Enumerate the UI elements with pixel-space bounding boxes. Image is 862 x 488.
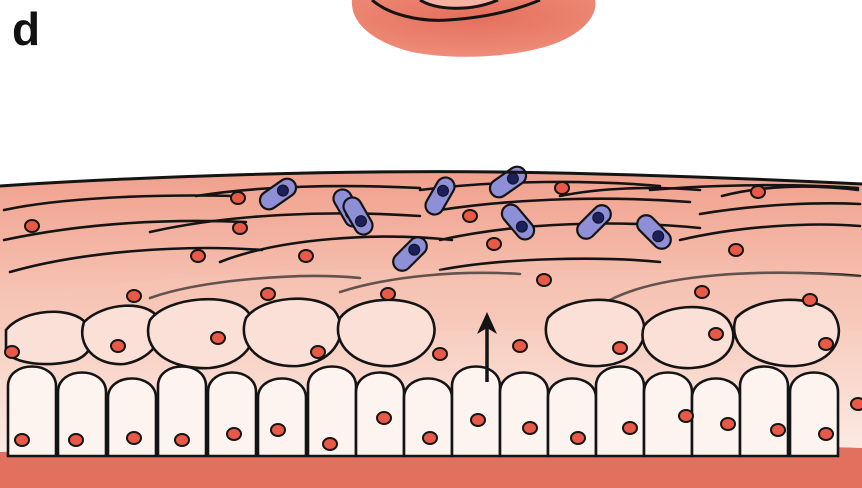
nucleus <box>613 342 627 354</box>
nucleus <box>323 438 337 450</box>
nucleus <box>695 286 709 298</box>
nucleus <box>721 418 735 430</box>
nucleus <box>679 410 693 422</box>
nucleus <box>803 294 817 306</box>
intermediate-cell <box>546 300 645 366</box>
nucleus <box>709 328 723 340</box>
nucleus <box>381 288 395 300</box>
nucleus <box>111 340 125 352</box>
intermediate-cell <box>148 299 254 368</box>
basal-cell <box>692 379 740 457</box>
nucleus <box>271 424 285 436</box>
nucleus <box>175 434 189 446</box>
nucleus <box>819 428 833 440</box>
basal-cell <box>740 367 788 457</box>
nucleus <box>127 290 141 302</box>
nucleus <box>513 340 527 352</box>
basal-cell <box>452 367 500 457</box>
nucleus <box>299 250 313 262</box>
nucleus <box>571 432 585 444</box>
nucleus <box>231 192 245 204</box>
nucleus <box>211 332 225 344</box>
nucleus <box>537 274 551 286</box>
basal-cell <box>500 373 548 457</box>
nucleus <box>127 432 141 444</box>
intermediate-cell <box>6 312 92 364</box>
immune-cell-blob <box>352 0 596 57</box>
nucleus <box>227 428 241 440</box>
nucleus <box>233 222 247 234</box>
nucleus <box>771 424 785 436</box>
nucleus <box>729 244 743 256</box>
nucleus <box>15 434 29 446</box>
nucleus <box>851 398 862 410</box>
nucleus <box>819 338 833 350</box>
nucleus <box>311 346 325 358</box>
nucleus <box>555 182 569 194</box>
nucleus <box>623 422 637 434</box>
nucleus <box>261 288 275 300</box>
basal-cell <box>790 373 838 457</box>
nucleus <box>471 414 485 426</box>
basal-cell <box>258 379 306 457</box>
nucleus <box>377 412 391 424</box>
nucleus <box>433 348 447 360</box>
intermediate-cell <box>338 300 435 366</box>
basal-cell <box>596 367 644 457</box>
basal-cell <box>548 379 596 457</box>
nucleus <box>5 346 19 358</box>
nucleus <box>423 432 437 444</box>
nucleus <box>463 210 477 222</box>
nucleus <box>487 238 501 250</box>
nucleus <box>751 186 765 198</box>
nucleus <box>191 250 205 262</box>
nucleus <box>523 422 537 434</box>
nucleus <box>25 220 39 232</box>
basal-cell <box>208 373 256 457</box>
nucleus <box>69 434 83 446</box>
intermediate-cell <box>244 299 341 366</box>
